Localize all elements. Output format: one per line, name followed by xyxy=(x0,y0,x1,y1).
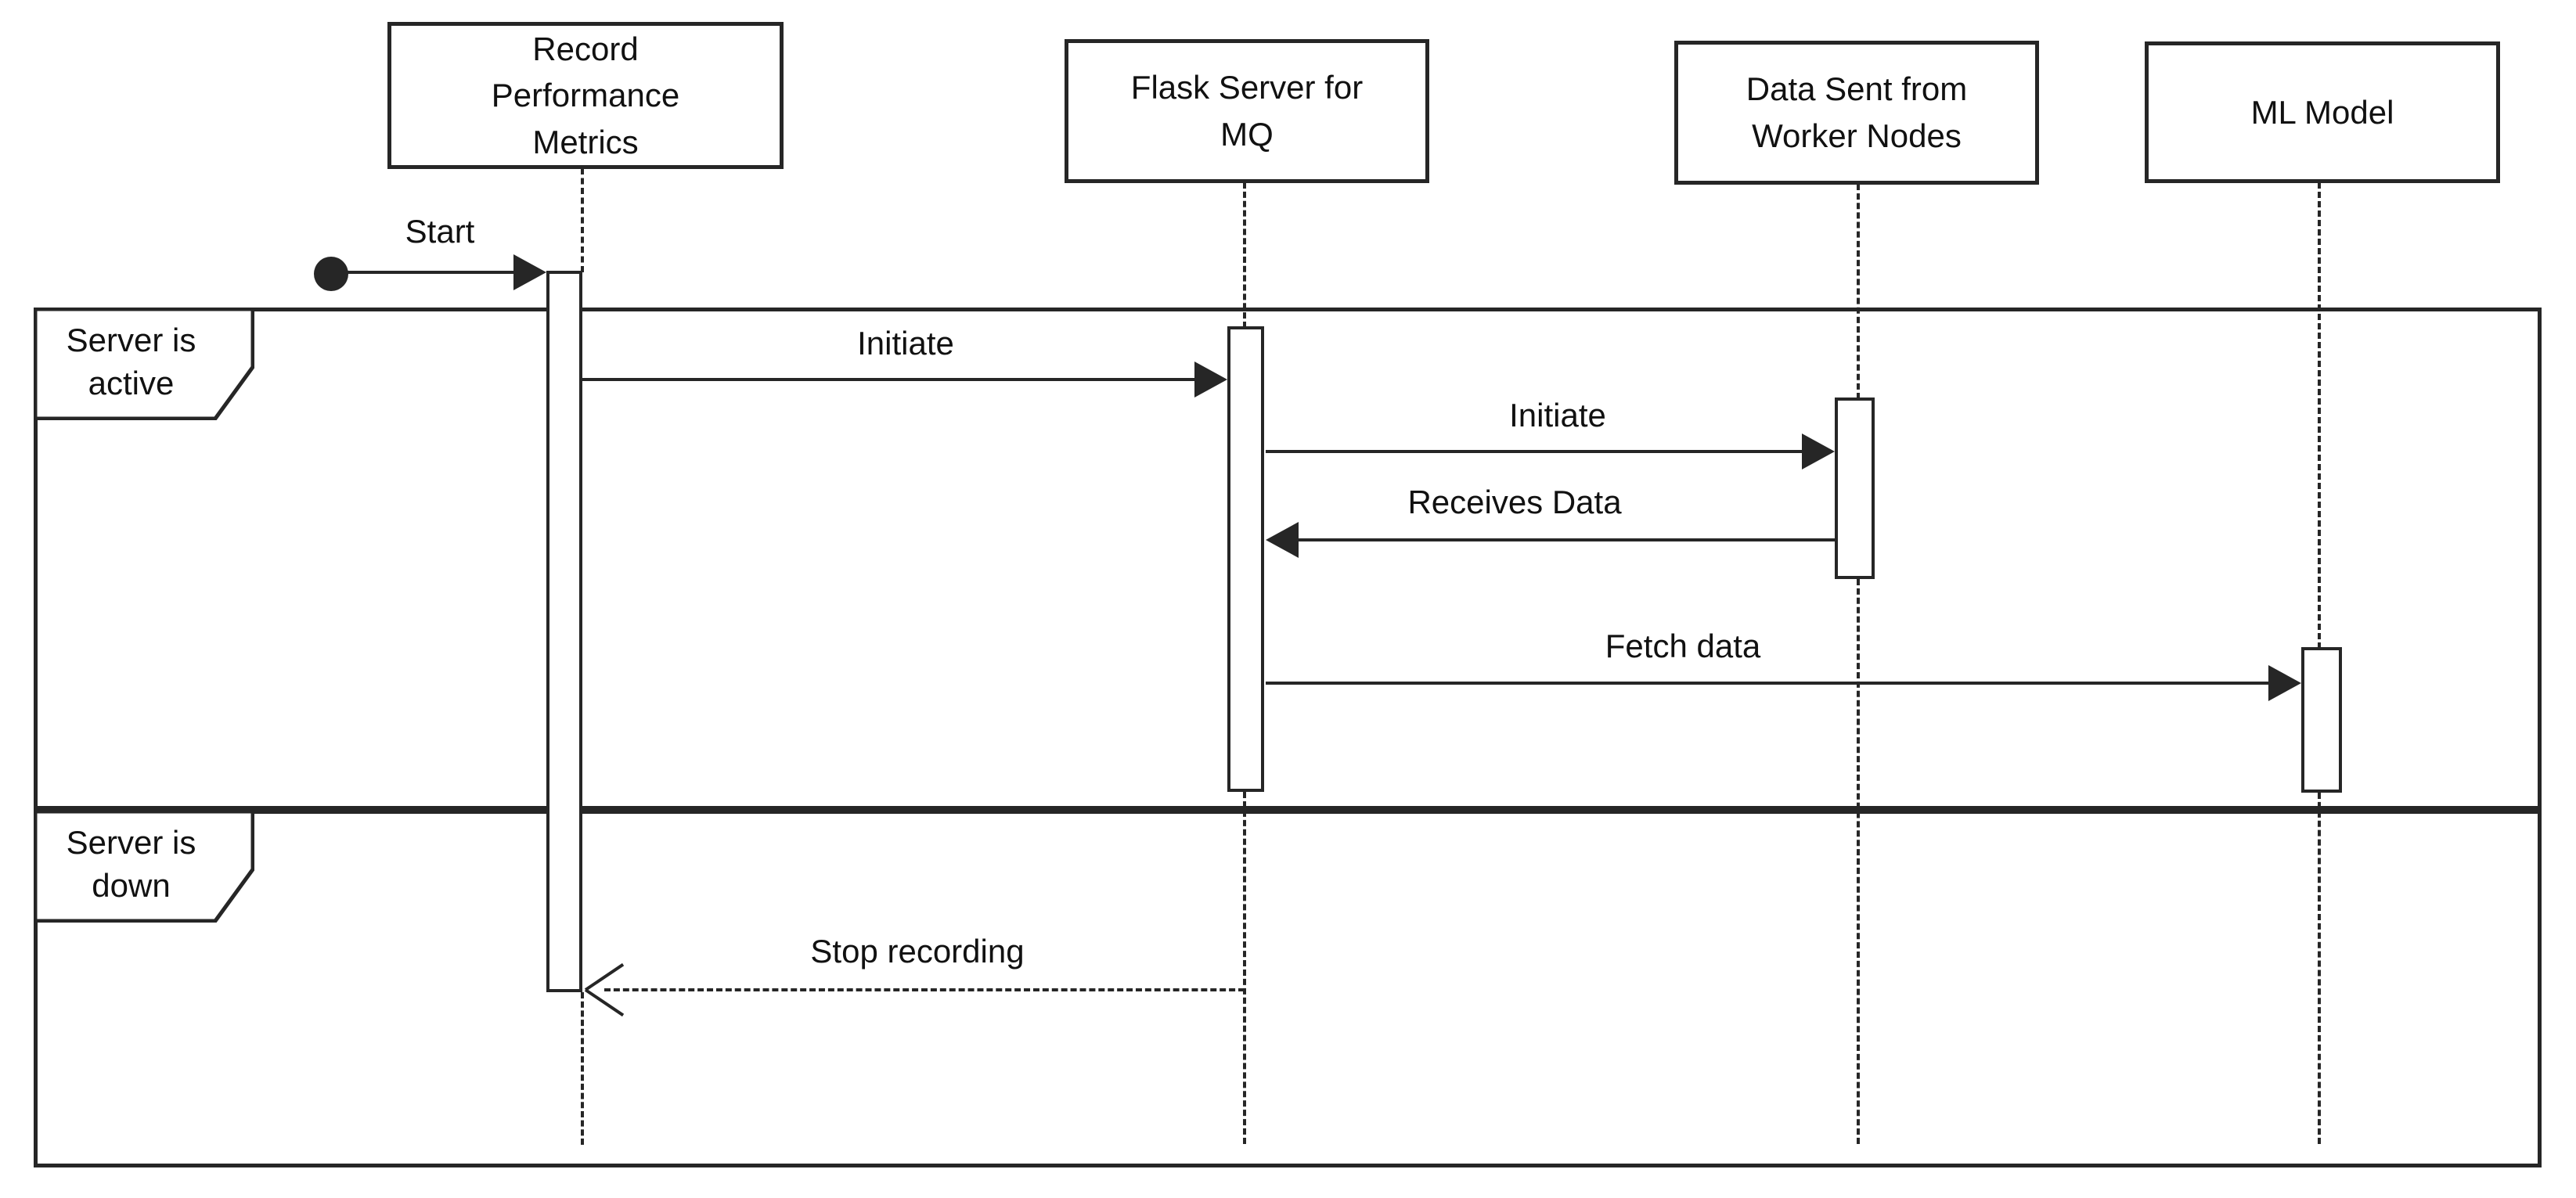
message-initiate2-arrowhead-icon xyxy=(1802,434,1835,469)
lifeline-worker-nodes-upper xyxy=(1857,184,1860,399)
activation-bar-flask-server xyxy=(1227,326,1264,792)
actor-box-ml-model: ML Model xyxy=(2145,41,2500,183)
message-start-arrowhead-icon xyxy=(513,254,546,290)
actor-box-record-performance-metrics: Record Performance Metrics xyxy=(387,22,784,169)
lifeline-ml-model-lower xyxy=(2318,793,2321,1144)
activation-bar-record-performance-metrics xyxy=(546,271,582,992)
fragment-frame-server-is-active xyxy=(34,308,2542,810)
start-node-icon xyxy=(314,257,348,291)
actor-label: Flask Server for MQ xyxy=(1130,69,1364,153)
actor-box-flask-server: Flask Server for MQ xyxy=(1065,39,1429,183)
lifeline-flask-server-upper xyxy=(1243,182,1246,328)
fragment-frame-server-is-down xyxy=(34,810,2542,1167)
message-initiate1-arrowhead-icon xyxy=(1194,362,1227,398)
lifeline-record-performance-metrics-lower xyxy=(581,992,584,1145)
fragment-label-pentagon-active xyxy=(34,308,254,420)
fragment-label-server-is-active: Server is active xyxy=(66,322,196,401)
fragment-label-server-is-down: Server is down xyxy=(66,824,196,904)
message-fetch-data-label: Fetch data xyxy=(1597,626,1769,667)
activation-bar-ml-model xyxy=(2301,647,2342,793)
message-stop-recording-line xyxy=(604,988,1245,991)
message-initiate1-label: Initiate xyxy=(849,323,962,365)
actor-label: ML Model xyxy=(2250,93,2394,131)
actor-label: Record Performance Metrics xyxy=(491,30,680,160)
lifeline-record-performance-metrics-upper xyxy=(581,168,584,272)
message-fetch-data-line xyxy=(1266,682,2268,685)
actor-box-worker-nodes: Data Sent from Worker Nodes xyxy=(1674,41,2039,185)
lifeline-ml-model-upper xyxy=(2318,182,2321,649)
message-start-label: Start xyxy=(397,211,483,253)
message-fetch-data-arrowhead-icon xyxy=(2268,665,2301,701)
message-initiate1-line xyxy=(582,378,1194,381)
fragment-label-pentagon-down xyxy=(34,810,254,923)
message-stop-recording-label: Stop recording xyxy=(802,931,1032,973)
activation-bar-worker-nodes xyxy=(1835,398,1875,579)
message-receives-data-arrowhead-icon xyxy=(1266,522,1299,558)
message-receives-data-line xyxy=(1299,538,1835,541)
message-initiate2-label: Initiate xyxy=(1501,395,1614,437)
message-receives-data-label: Receives Data xyxy=(1400,482,1630,523)
message-start-line xyxy=(348,271,515,274)
pentagon-shape xyxy=(34,308,254,420)
lifeline-flask-server-lower xyxy=(1243,792,1246,1144)
lifeline-worker-nodes-lower xyxy=(1857,579,1860,1144)
actor-label: Data Sent from Worker Nodes xyxy=(1746,70,1968,154)
pentagon-shape xyxy=(34,810,254,923)
message-initiate2-line xyxy=(1266,450,1802,453)
